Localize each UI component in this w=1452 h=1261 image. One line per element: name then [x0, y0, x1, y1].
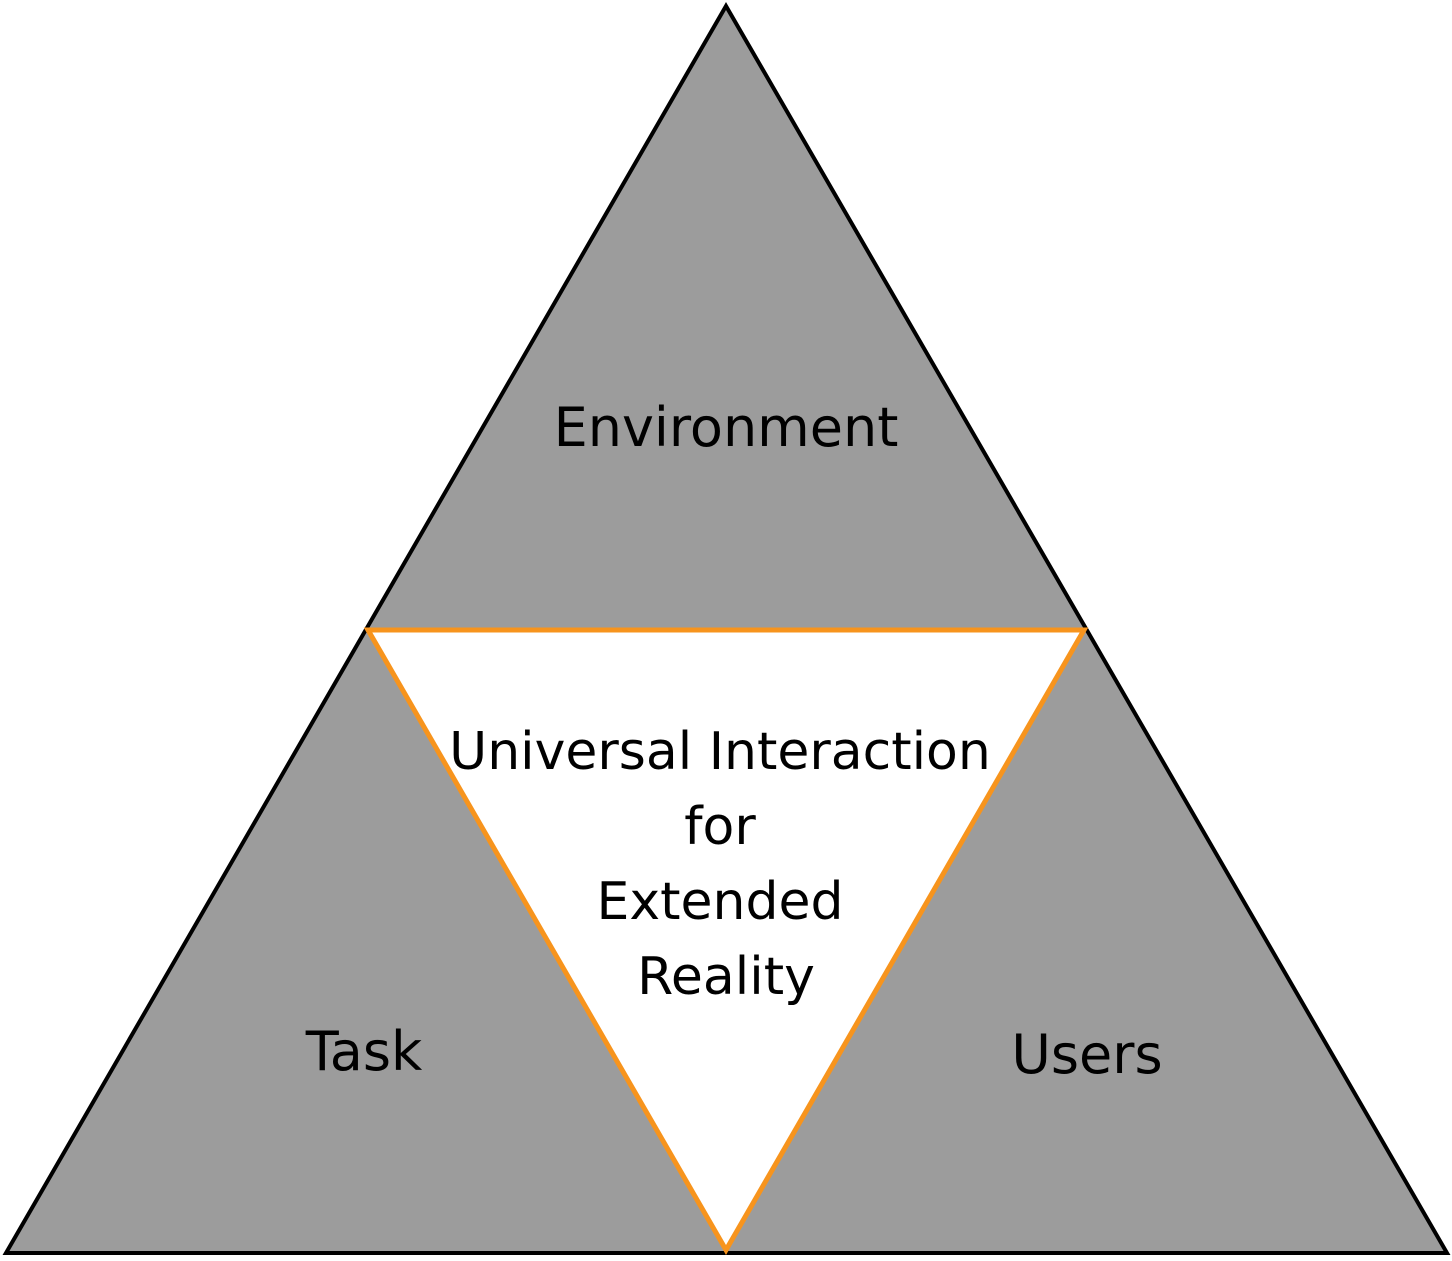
center-line-2: for	[684, 797, 756, 857]
task-label: Task	[305, 1020, 423, 1083]
center-line-1: Universal Interaction	[449, 722, 991, 782]
center-line-3: Extended	[597, 872, 844, 932]
center-line-4: Reality	[637, 947, 815, 1007]
environment-label: Environment	[554, 396, 899, 459]
center-triangle	[363, 627, 1089, 1255]
users-label: Users	[1011, 1023, 1162, 1086]
